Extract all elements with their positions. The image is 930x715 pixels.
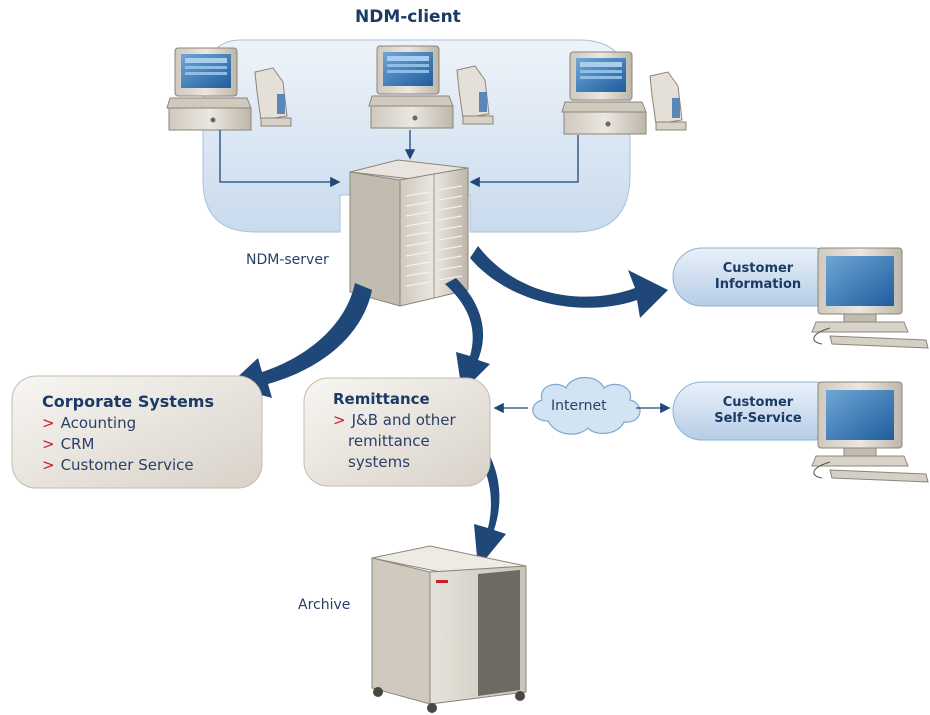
archive-cabinet-icon bbox=[371, 545, 527, 713]
remittance-title: Remittance bbox=[333, 390, 430, 408]
customer-information-label: Customer Information bbox=[714, 261, 802, 292]
corporate-systems-box bbox=[11, 375, 263, 489]
internet-label: Internet bbox=[551, 398, 607, 414]
corporate-item: >Acounting bbox=[42, 414, 137, 432]
bullet-marker: > bbox=[42, 414, 55, 432]
corporate-systems-title: Corporate Systems bbox=[42, 392, 214, 411]
customer-self-service-label: Customer Self-Service bbox=[714, 395, 802, 426]
corporate-item: >Customer Service bbox=[42, 456, 194, 474]
cloud-icon bbox=[532, 376, 641, 435]
flow-arrow-to-archive bbox=[462, 430, 506, 568]
server-tower-icon bbox=[349, 159, 469, 307]
workstation-icon bbox=[561, 51, 687, 135]
bullet-marker: > bbox=[42, 435, 55, 453]
bullet-marker: > bbox=[333, 411, 346, 429]
remittance-box bbox=[303, 377, 491, 487]
client-title: NDM-client bbox=[355, 7, 461, 27]
flow-arrow-to-customer-information bbox=[470, 246, 668, 318]
connector-line bbox=[219, 130, 341, 188]
workstation-icon bbox=[368, 45, 494, 129]
remittance-item-continued: remittance bbox=[348, 432, 430, 450]
remittance-item: >J&B and other bbox=[333, 411, 456, 429]
flow-arrow-to-remittance bbox=[445, 278, 490, 392]
corporate-item: >CRM bbox=[42, 435, 95, 453]
workstation-icon bbox=[166, 47, 292, 131]
server-label: NDM-server bbox=[246, 252, 329, 268]
connector-line bbox=[469, 135, 579, 188]
bullet-marker: > bbox=[42, 456, 55, 474]
monitor-icon bbox=[811, 381, 929, 483]
remittance-item-continued: systems bbox=[348, 453, 411, 471]
archive-label: Archive bbox=[298, 597, 351, 613]
monitor-icon bbox=[811, 247, 929, 349]
